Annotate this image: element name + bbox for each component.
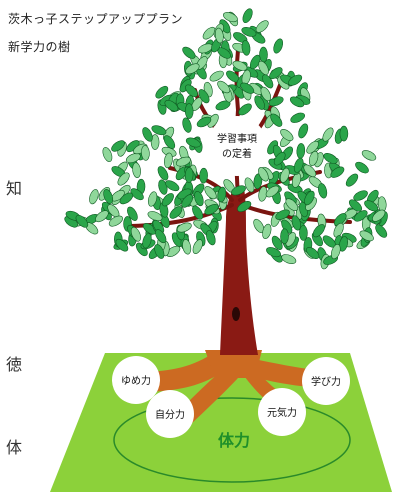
leaf xyxy=(296,143,305,159)
leaf xyxy=(297,122,310,139)
leaf xyxy=(344,172,360,189)
leaf xyxy=(280,253,297,266)
leaf xyxy=(88,188,100,205)
leaf xyxy=(280,229,288,244)
root-circle-jibun: 自分力 xyxy=(146,390,194,438)
root-circle-yume: ゆめ力 xyxy=(112,356,160,404)
root-circle-manabi: 学び力 xyxy=(302,357,350,405)
leaf xyxy=(132,162,142,178)
root-circle-genki: 元気力 xyxy=(258,388,306,436)
leaf xyxy=(208,69,225,83)
leaf xyxy=(361,148,378,162)
leaf xyxy=(199,168,208,183)
leaf xyxy=(185,167,194,182)
root-label-jibun: 自分力 xyxy=(155,408,185,421)
center-label-line2: の定着 xyxy=(222,147,252,160)
leaf xyxy=(185,104,193,119)
root-label-genki: 元気力 xyxy=(267,406,297,419)
ground-label: 体力 xyxy=(218,431,250,450)
leaf xyxy=(289,111,306,125)
leaf xyxy=(272,38,285,55)
trunk-hollow xyxy=(232,307,240,321)
root-label-yume: ゆめ力 xyxy=(121,374,151,387)
leaf xyxy=(354,160,371,175)
center-bubble xyxy=(207,116,267,176)
leaf xyxy=(181,117,193,134)
root-label-manabi: 学び力 xyxy=(311,375,341,388)
leaf xyxy=(163,152,173,168)
tree-trunk xyxy=(220,188,258,355)
leaf xyxy=(259,47,267,62)
center-label-line1: 学習事項 xyxy=(217,132,257,145)
leaf xyxy=(340,126,348,141)
leaf xyxy=(241,7,254,24)
leaf xyxy=(241,40,251,56)
